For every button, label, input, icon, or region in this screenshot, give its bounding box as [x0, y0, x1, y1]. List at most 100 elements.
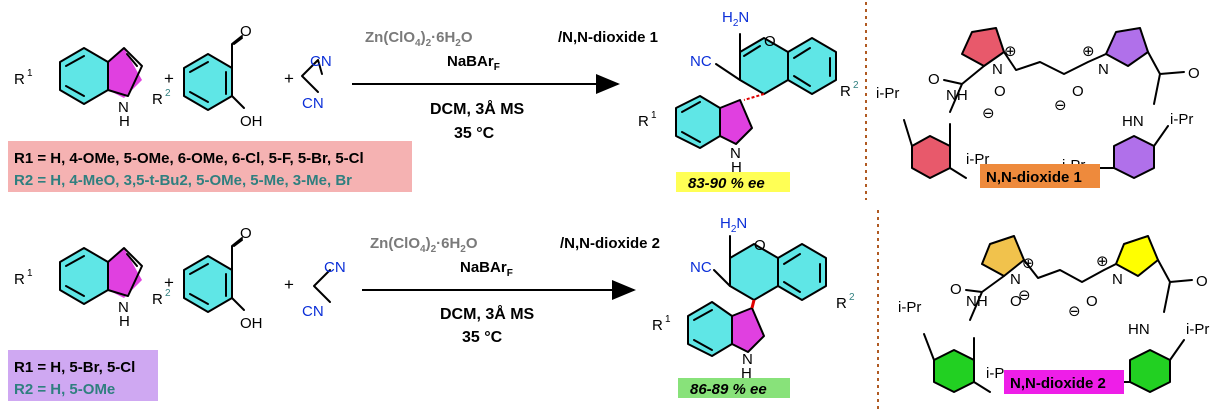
product-2-h: H [741, 365, 752, 382]
product-2-r1: R [652, 317, 663, 334]
catalyst-1-prefix: Zn(ClO4)2·6H2O [365, 29, 473, 49]
product-2-ring-o: O [754, 237, 766, 254]
lig2-plus-1: ⊕ [1022, 255, 1035, 272]
catalyst-2-ligand: /N,N-dioxide 2 [560, 235, 660, 252]
scope-box-2: R1 = H, 5-Br, 5-Cl R2 = H, 5-OMe [8, 350, 158, 401]
product-1-r1: R [638, 113, 649, 130]
lig2-nh-1: NH [966, 293, 988, 310]
r1-scope-1: R1 = H, 4-OMe, 5-OMe, 6-OMe, 6-Cl, 5-F, … [14, 150, 364, 167]
r1-superscript-2: 1 [27, 268, 33, 279]
lig2-minus-1: ⊖ [1018, 287, 1031, 304]
nitrile-cn-label-bottom: CN [302, 95, 324, 112]
r1-label-2: R [14, 271, 25, 288]
lig2-ipr-2: i-Pr [986, 365, 1009, 382]
lig2-hn-2: HN [1128, 321, 1150, 338]
product-2-r1-sup: 1 [665, 314, 671, 325]
r1-superscript: 1 [27, 68, 33, 79]
ee-value-2: 86-89 % ee [690, 381, 767, 398]
product-1-n: N [730, 145, 741, 162]
r1-label: R [14, 71, 25, 88]
lig2-minus-2: ⊖ [1068, 303, 1081, 320]
lig1-plus-2: ⊕ [1082, 43, 1095, 60]
product-2-nc: NC [690, 259, 712, 276]
product-2-r2: R [836, 295, 847, 312]
r2-label-2: R [152, 291, 163, 308]
lig2-ipr-3: i-Pr [1186, 321, 1209, 338]
indole-n-label-2: N [118, 299, 129, 316]
lig2-n-2: N [1112, 271, 1123, 288]
r2-scope-1: R2 = H, 4-MeO, 3,5-t-Bu2, 5-OMe, 5-Me, 3… [14, 172, 352, 189]
lig2-o-2: O [1196, 273, 1208, 290]
lig2-o-minus-1: O [1010, 293, 1022, 310]
ligand-2-structure: O NH N ⊕ O ⊖ N ⊕ O ⊖ O HN i-Pr i-Pr i-Pr… [898, 235, 1209, 393]
salicylaldehyde-reactant-1: O OH R 2 [152, 23, 263, 130]
indole-h-label: H [119, 113, 130, 130]
r1-scope-2: R1 = H, 5-Br, 5-Cl [14, 359, 135, 376]
lig2-plus-2: ⊕ [1096, 253, 1109, 270]
temperature-2: 35 °C [462, 329, 503, 346]
lig1-nh-1: NH [946, 87, 968, 104]
phenol-oh-label: OH [240, 113, 263, 130]
product-1-h: H [731, 159, 742, 176]
r2-scope-2: R2 = H, 5-OMe [14, 381, 115, 398]
ee-value-1: 83-90 % ee [688, 175, 765, 192]
plus-sign-3: + [164, 273, 174, 292]
temperature-1: 35 °C [454, 125, 495, 142]
conditions-1: Zn(ClO4)2·6H2O /N,N-dioxide 1 NaBArF DCM… [352, 29, 658, 142]
product-2-r2-sup: 2 [849, 292, 855, 303]
r2-superscript-2: 2 [165, 288, 171, 299]
conditions-2: Zn(ClO4)2·6H2O /N,N-dioxide 2 NaBArF DCM… [362, 235, 660, 346]
lig1-hn-2: HN [1122, 113, 1144, 130]
lig1-ipr-3: i-Pr [1170, 111, 1193, 128]
product-1-nc: NC [690, 53, 712, 70]
solvent-1: DCM, 3Å MS [430, 99, 525, 118]
nitrile-cn-label-top-2: CN [324, 259, 346, 276]
lig1-o-minus-2: O [1072, 83, 1084, 100]
r2-label: R [152, 91, 163, 108]
lig2-o-1: O [950, 281, 962, 298]
product-1-r1-sup: 1 [651, 110, 657, 121]
solvent-2: DCM, 3Å MS [440, 304, 535, 323]
aldehyde-o-label-2: O [240, 225, 252, 242]
lig2-n-1: N [1010, 271, 1021, 288]
ligand-2-label: N,N-dioxide 2 [1004, 370, 1124, 394]
lig1-o-1: O [928, 71, 940, 88]
reaction-1: R 1 N H + O OH R 2 + CN CN Zn(ClO4)2·6H2 [8, 9, 859, 192]
lig1-n-2: N [1098, 61, 1109, 78]
additive-1: NaBArF [447, 53, 500, 73]
product-1-ring-o: O [764, 33, 776, 50]
salicylaldehyde-reactant-2: O OH R 2 [152, 225, 263, 332]
nitrile-cn-label-bottom-2: CN [302, 303, 324, 320]
ligand-1-structure: O NH N ⊕ O ⊖ N ⊕ O ⊖ O HN i-Pr i-Pr i-Pr… [876, 27, 1200, 179]
reaction-2: R 1 N H + O OH R 2 + CN CN Zn(ClO4)2·6H2… [8, 215, 855, 401]
lig1-ipr-1: i-Pr [876, 85, 899, 102]
plus-sign-2: + [284, 69, 294, 88]
malononitrile-reactant-1: CN CN [301, 53, 332, 112]
product-2: H2N O NC R 1 R 2 N H [652, 215, 855, 382]
product-2-n: N [742, 351, 753, 368]
r2-superscript: 2 [165, 88, 171, 99]
ligand-1-label: N,N-dioxide 1 [980, 164, 1100, 188]
malononitrile-reactant-2: CN CN [302, 259, 346, 320]
indole-h-label-2: H [119, 313, 130, 330]
lig1-ipr-2: i-Pr [966, 151, 989, 168]
ligand-1-name: N,N-dioxide 1 [986, 169, 1082, 186]
catalyst-1-ligand: /N,N-dioxide 1 [558, 29, 658, 46]
product-1: H2N O NC R 1 R 2 N H [638, 9, 859, 176]
additive-2: NaBArF [460, 259, 513, 279]
lig1-o-minus-1: O [994, 83, 1006, 100]
aldehyde-o-label: O [240, 23, 252, 40]
plus-sign-4: + [284, 275, 294, 294]
indole-reactant-2: R 1 N H [14, 247, 143, 330]
product-1-r2: R [840, 83, 851, 100]
product-1-h2n: H2N [722, 9, 749, 29]
lig1-n-1: N [992, 61, 1003, 78]
ee-badge-1: 83-90 % ee [676, 172, 790, 192]
catalyst-2-prefix: Zn(ClO4)2·6H2O [370, 235, 478, 255]
lig1-minus-1: ⊖ [982, 105, 995, 122]
product-1-r2-sup: 2 [853, 80, 859, 91]
lig1-minus-2: ⊖ [1054, 97, 1067, 114]
lig2-ipr-1: i-Pr [898, 299, 921, 316]
lig1-plus-1: ⊕ [1004, 43, 1017, 60]
